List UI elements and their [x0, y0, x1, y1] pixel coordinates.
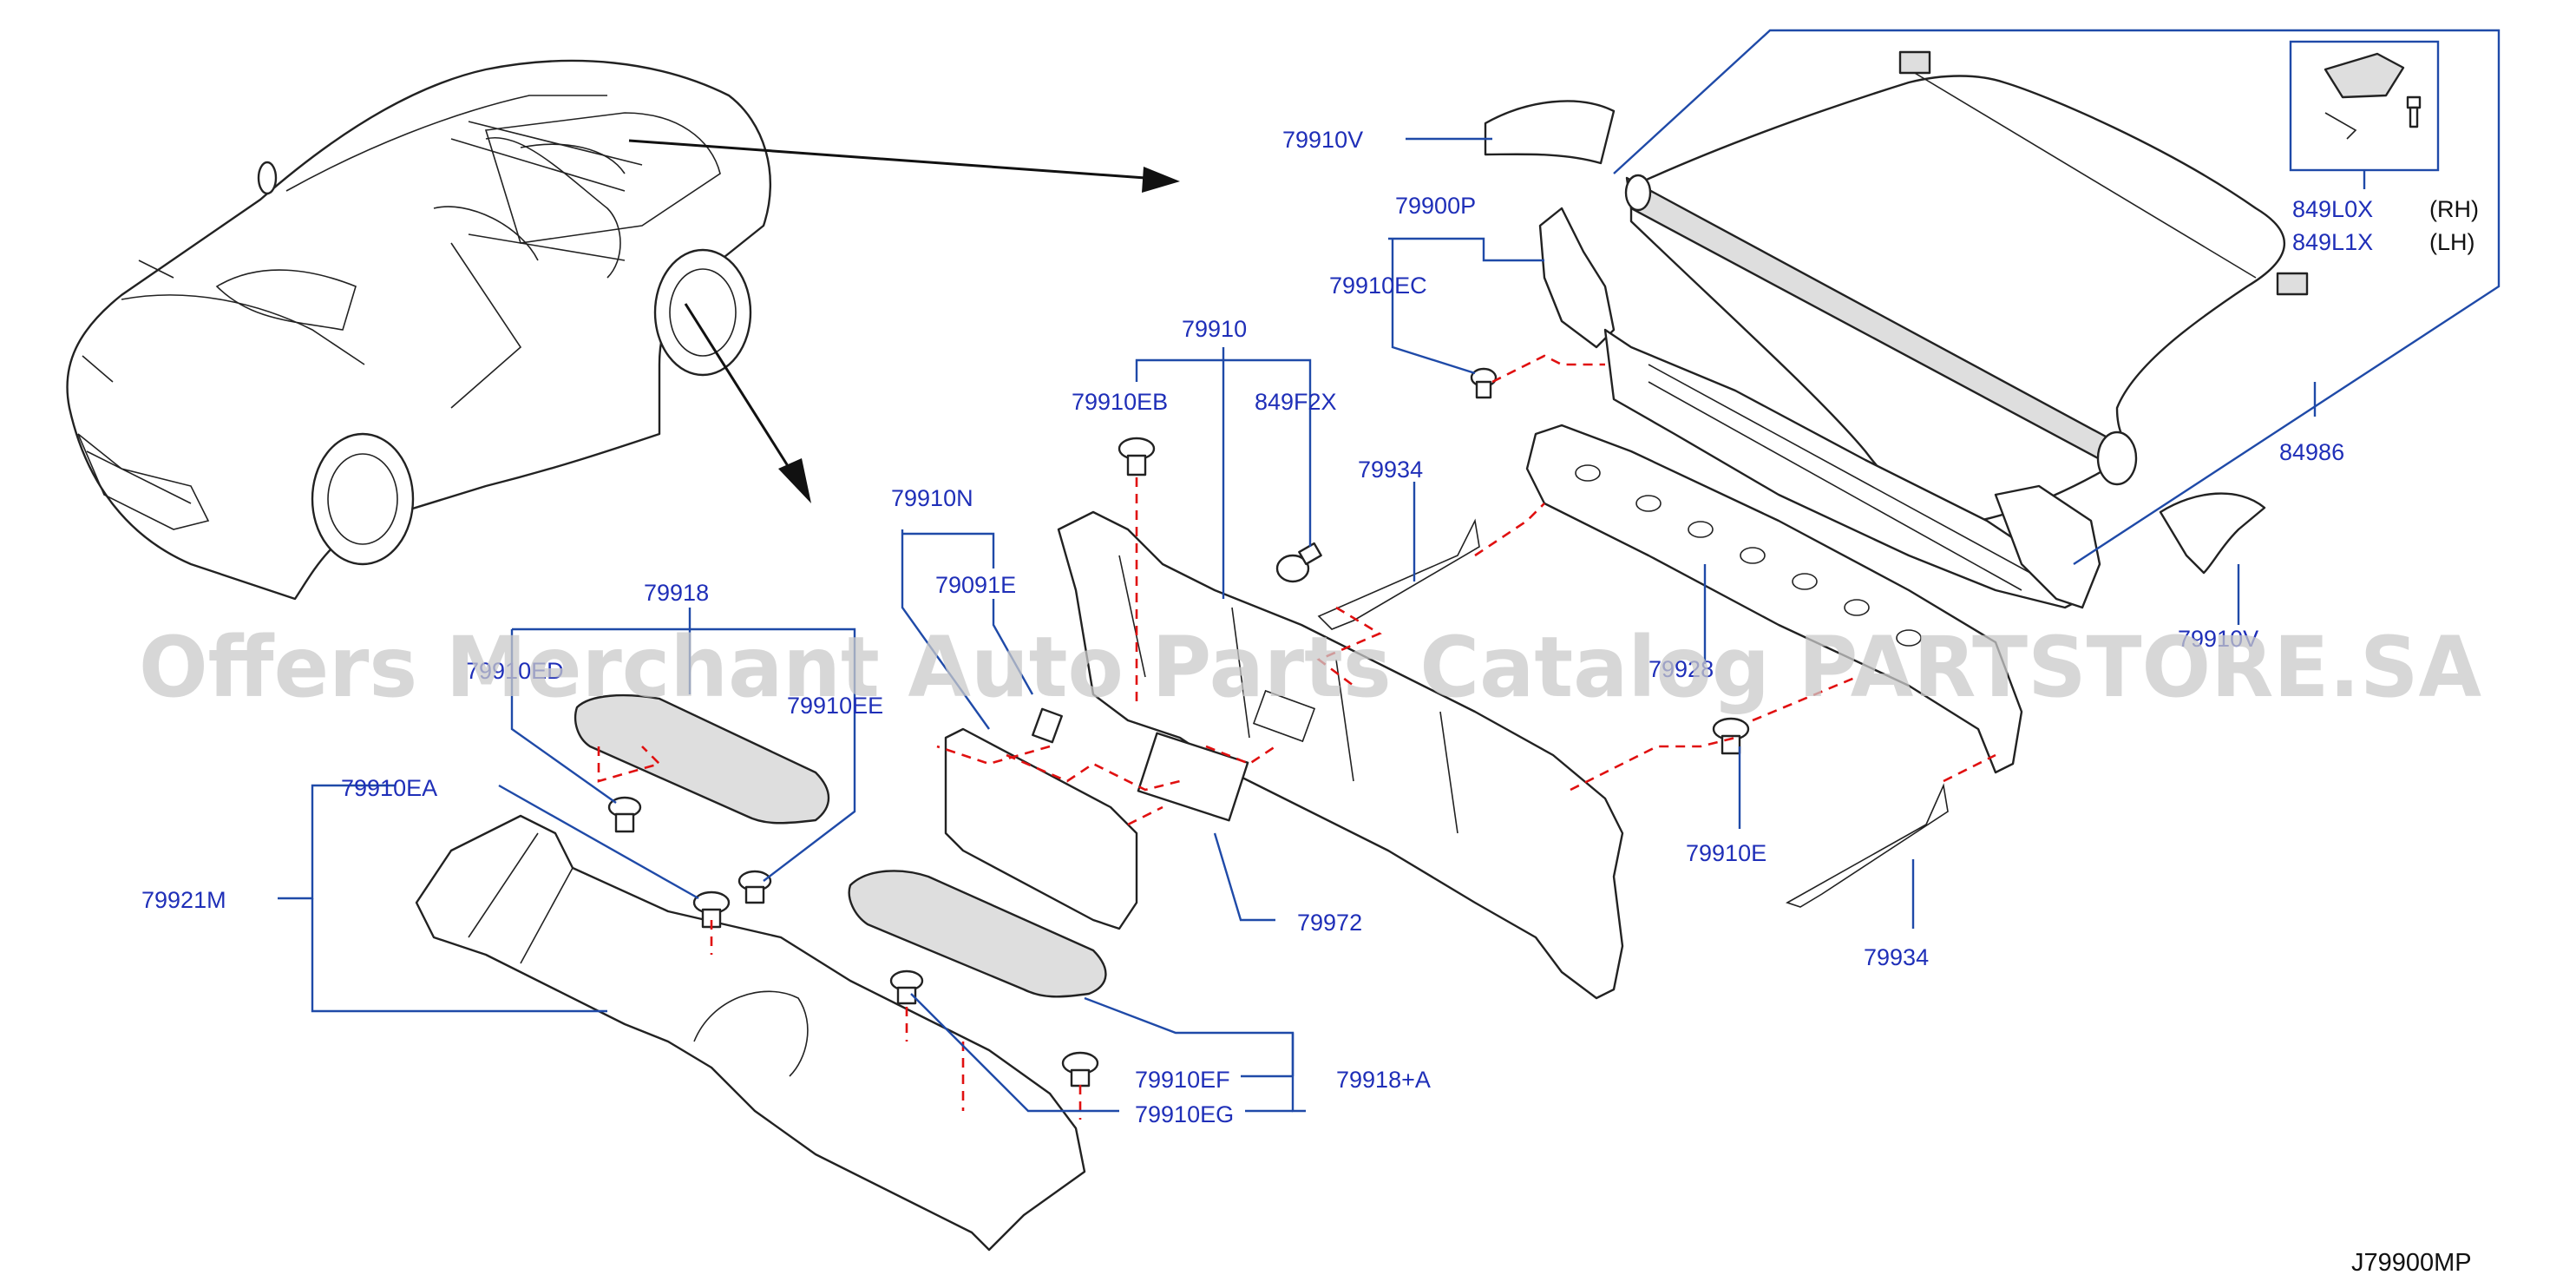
- label-79910: 79910: [1182, 316, 1247, 342]
- label-849l1x-side: (LH): [2429, 229, 2475, 255]
- part-79934-bracket-top: [1317, 518, 1480, 630]
- label-79910v-top: 79910V: [1282, 127, 1363, 153]
- part-79910-rear-trim: [1057, 510, 1624, 1000]
- label-79921m: 79921M: [141, 887, 226, 913]
- label-79091e: 79091E: [935, 572, 1016, 598]
- label-79972: 79972: [1297, 910, 1362, 936]
- part-rear-side-panel: [1994, 484, 2101, 609]
- leader-lines: [278, 29, 2501, 1113]
- label-79910ef: 79910EF: [1135, 1067, 1230, 1093]
- part-labels: 79910V 79900P 79910EC 849L0X (RH) 849L1X…: [141, 127, 2479, 1127]
- attachment-lines: [597, 354, 1996, 1120]
- label-849f2x: 849F2X: [1255, 389, 1337, 415]
- label-79918a: 79918+A: [1336, 1067, 1431, 1093]
- diagram-code: J79900MP: [2351, 1249, 2472, 1277]
- label-79910ee: 79910EE: [787, 693, 883, 719]
- label-79900p: 79900P: [1395, 193, 1476, 219]
- part-79910v-right-cap: [2159, 492, 2266, 575]
- part-79934-bracket-bottom: [1786, 783, 1949, 908]
- pointer-arrows: [628, 139, 1180, 503]
- watermark-text: Offers Merchant Auto Parts Catalog PARTS…: [139, 619, 2481, 716]
- label-849l0x: 849L0X: [2292, 196, 2373, 222]
- label-79910ed: 79910ED: [466, 658, 564, 684]
- part-79928-trim: [1525, 424, 2023, 774]
- part-79918-pad: [574, 693, 830, 825]
- part-79972-pad: [1137, 732, 1249, 822]
- label-79910e: 79910E: [1686, 840, 1766, 866]
- label-79910v-right: 79910V: [2178, 626, 2258, 652]
- label-79928: 79928: [1649, 656, 1714, 682]
- label-79910eb: 79910EB: [1072, 389, 1168, 415]
- part-79910v-cap: [1484, 100, 1616, 165]
- label-79918: 79918: [644, 580, 709, 606]
- clips: [607, 367, 1750, 1088]
- label-84986: 84986: [2279, 439, 2344, 465]
- part-79921m-lower-trim: [415, 814, 1086, 1252]
- label-79910n: 79910N: [891, 485, 973, 511]
- label-79910ea: 79910EA: [341, 775, 437, 801]
- label-79934-top: 79934: [1358, 457, 1423, 483]
- label-79910eg: 79910EG: [1135, 1101, 1234, 1127]
- part-79900p-bracket: [1538, 207, 1616, 349]
- label-849l1x: 849L1X: [2292, 229, 2373, 255]
- label-79910ec: 79910EC: [1329, 273, 1427, 299]
- label-79934-bottom: 79934: [1864, 944, 1929, 970]
- label-849l0x-side: (RH): [2429, 196, 2479, 222]
- part-79918a-pad: [848, 870, 1107, 998]
- car-illustration: [66, 59, 772, 601]
- part-84986-cover: [1624, 50, 2309, 522]
- inset-clip-box: [2289, 40, 2440, 172]
